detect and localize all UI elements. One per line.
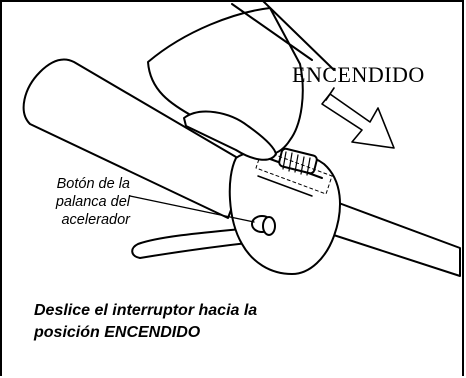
handlebar-grip-icon <box>22 58 249 219</box>
figure-caption: Deslice el interruptor hacia la posición… <box>34 300 354 344</box>
callout-line: acelerador <box>61 212 130 228</box>
throttle-lever <box>131 227 257 259</box>
callout-leader <box>129 195 255 223</box>
caption-line: posición ENCENDIDO <box>34 324 201 341</box>
throttle-button-callout: Botón de la palanca del acelerador <box>20 175 130 229</box>
throttle-switch-icon <box>228 148 341 275</box>
callout-line: Botón de la <box>56 176 130 192</box>
callout-line: palanca del <box>55 194 130 210</box>
on-state-label: ENCENDIDO <box>292 62 425 87</box>
hand-icon <box>147 7 304 157</box>
direction-arrow-icon <box>321 93 395 149</box>
caption-line: Deslice el interruptor hacia la <box>34 302 258 319</box>
